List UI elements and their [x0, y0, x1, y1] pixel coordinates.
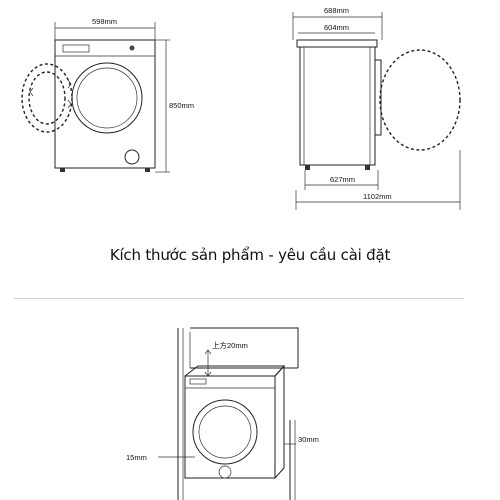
door-open-label: 1102mm: [363, 192, 392, 201]
open-door-inner: [28, 71, 66, 125]
install-filter-cap: [218, 465, 232, 479]
foot-left: [60, 168, 65, 172]
door-glass: [76, 67, 138, 129]
body-depth-label: 604mm: [324, 23, 349, 32]
total-depth-label: 688mm: [324, 6, 349, 15]
install-door-ring: [192, 399, 258, 465]
hinge-arrow-icon: [67, 79, 72, 109]
install-washer-front: [184, 375, 276, 479]
filter-cap: [124, 149, 140, 165]
front-width-label: 598mm: [92, 17, 117, 26]
side-foot-rear: [305, 165, 310, 170]
section-divider: [14, 298, 464, 299]
open-door-outline: [21, 63, 73, 133]
door-ring: [71, 62, 143, 134]
side-clearance-label: 15mm: [126, 453, 147, 462]
install-washer-side: [274, 364, 285, 479]
front-cabinet: [54, 39, 156, 169]
foot-right: [145, 168, 150, 172]
back-clearance-label: 30mm: [298, 435, 319, 444]
front-view: 598mm 850mm: [21, 17, 194, 173]
install-door-glass: [198, 405, 252, 459]
side-foot-front: [365, 165, 370, 170]
door-profile: [374, 59, 382, 136]
caption-text: Kích thước sản phẩm - yêu cầu cài đặt: [109, 246, 391, 264]
install-drawer: [189, 378, 207, 385]
foot-depth-label: 627mm: [330, 175, 355, 184]
top-clearance-label: 上方20mm: [212, 340, 248, 350]
side-view: 688mm 604mm 627mm 1102mm: [292, 6, 461, 210]
control-knob: [129, 45, 135, 51]
front-height-label: 850mm: [169, 101, 194, 110]
side-cabinet: [299, 46, 376, 166]
side-open-door-outline: [379, 49, 461, 151]
top-plate: [296, 39, 378, 48]
door-arrow-icon: [29, 87, 34, 97]
upper-cabinet: [190, 327, 299, 368]
detergent-drawer: [62, 44, 90, 53]
install-view: 上方20mm 15mm 30mm: [126, 327, 319, 500]
